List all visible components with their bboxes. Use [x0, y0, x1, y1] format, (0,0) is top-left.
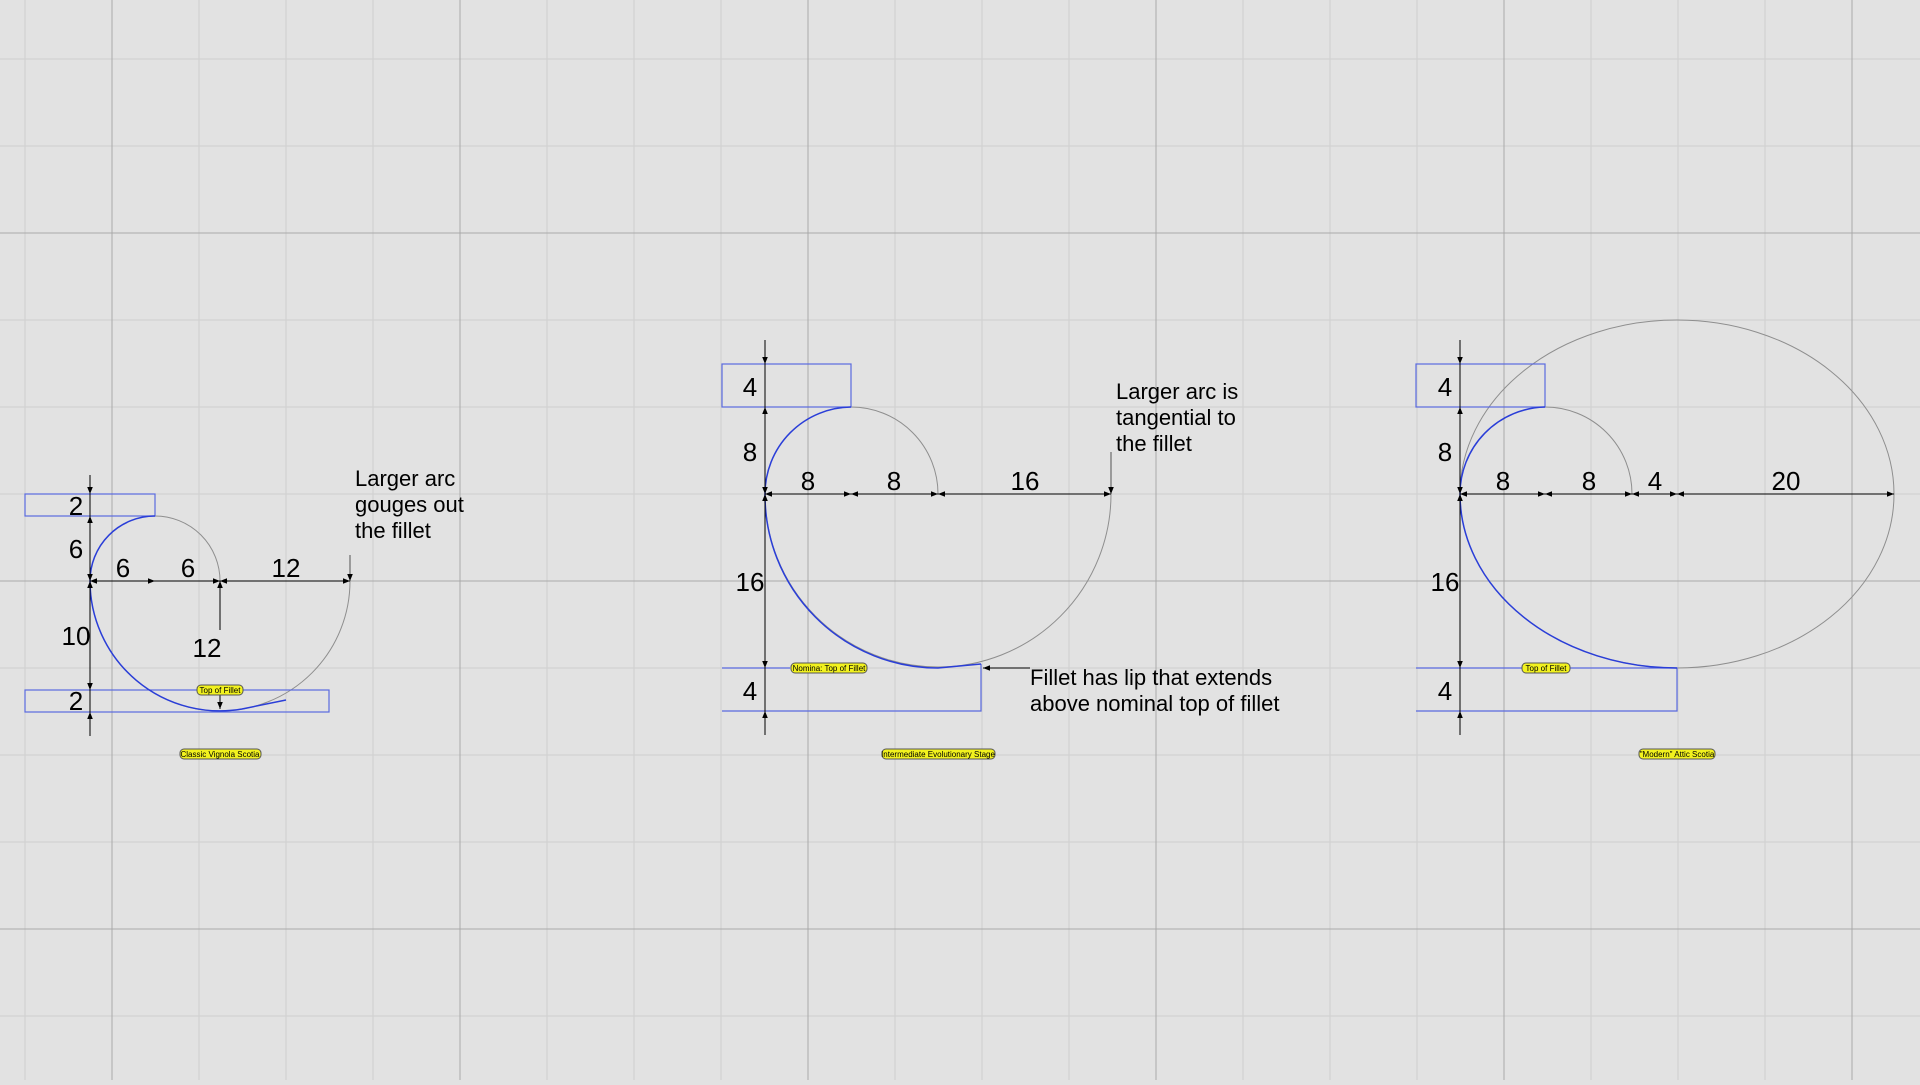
scotia-profile — [89, 515, 287, 712]
dim-lower-height: 16 — [1431, 567, 1460, 597]
svg-text:"Modern" Attic Scotia: "Modern" Attic Scotia — [1640, 750, 1715, 759]
note-intermediate-tangential: Larger arc is tangential to the fillet — [1116, 379, 1244, 456]
svg-text:Classic Vignola Scotia: Classic Vignola Scotia — [180, 750, 260, 759]
dim-top-height: 4 — [1438, 372, 1452, 402]
dim-width-2: 6 — [181, 553, 195, 583]
tag-top-of-fillet-modern[interactable]: Top of Fillet — [1521, 662, 1571, 674]
note-intermediate-lip: Fillet has lip that extends above nomina… — [1030, 665, 1280, 716]
tag-top-of-fillet-classic[interactable]: Top of Fillet — [196, 684, 244, 696]
dim-top-height: 2 — [69, 491, 83, 521]
dim-upper-height: 6 — [69, 534, 83, 564]
bottom-fillet-box — [1416, 667, 1678, 712]
dim-width-4: 20 — [1772, 466, 1801, 496]
small-construction-arc — [850, 406, 939, 495]
dim-bottom-height: 4 — [743, 676, 757, 706]
small-construction-arc — [154, 515, 221, 582]
caption-classic[interactable]: Classic Vignola Scotia — [179, 748, 262, 760]
drawing-modern-attic-scotia[interactable]: 4 8 8 8 4 20 16 4 Top of Fillet "Modern"… — [1415, 319, 1895, 760]
dim-lower-height: 10 — [62, 621, 91, 651]
dim-bottom-height: 4 — [1438, 676, 1452, 706]
dim-width-1: 8 — [1496, 466, 1510, 496]
bottom-fillet-box — [722, 664, 982, 712]
svg-text:Nomina: Top of Fillet: Nomina: Top of Fillet — [793, 664, 867, 673]
dim-upper-height: 8 — [1438, 437, 1452, 467]
top-fillet-box — [721, 363, 852, 408]
dim-center-vertical: 12 — [193, 633, 222, 663]
scotia-profile — [1459, 406, 1678, 669]
bottom-fillet-box — [24, 689, 330, 713]
drawing-intermediate-stage[interactable]: 4 8 8 8 16 16 4 Larger arc is tangential… — [721, 340, 1280, 760]
dim-bottom-height: 2 — [69, 686, 83, 716]
note-classic: Larger arc gouges out the fillet — [355, 466, 470, 543]
dim-width-3: 16 — [1011, 466, 1040, 496]
dim-lower-height: 16 — [736, 567, 765, 597]
dim-width-3: 4 — [1648, 466, 1662, 496]
caption-intermediate[interactable]: Intermediate Evolutionary Stage — [881, 748, 996, 760]
svg-text:Top of Fillet: Top of Fillet — [200, 686, 242, 695]
svg-text:Intermediate Evolutionary Stag: Intermediate Evolutionary Stage — [881, 750, 995, 759]
dim-width-1: 6 — [116, 553, 130, 583]
small-construction-arc — [1544, 406, 1633, 495]
dim-width-1: 8 — [801, 466, 815, 496]
tag-top-of-fillet-intermediate[interactable]: Nomina: Top of Fillet — [790, 662, 868, 674]
dim-top-height: 4 — [743, 372, 757, 402]
svg-text:Top of Fillet: Top of Fillet — [1526, 664, 1568, 673]
dim-width-2: 8 — [887, 466, 901, 496]
top-fillet-box — [1415, 363, 1546, 408]
dim-upper-height: 8 — [743, 437, 757, 467]
dim-width-3: 12 — [272, 553, 301, 583]
drawing-classic-vignola-scotia[interactable]: 2 6 6 6 12 10 2 12 Larger arc gouges out… — [24, 466, 470, 760]
scotia-profile — [764, 406, 982, 669]
caption-modern[interactable]: "Modern" Attic Scotia — [1638, 748, 1716, 760]
dim-width-2: 8 — [1582, 466, 1596, 496]
